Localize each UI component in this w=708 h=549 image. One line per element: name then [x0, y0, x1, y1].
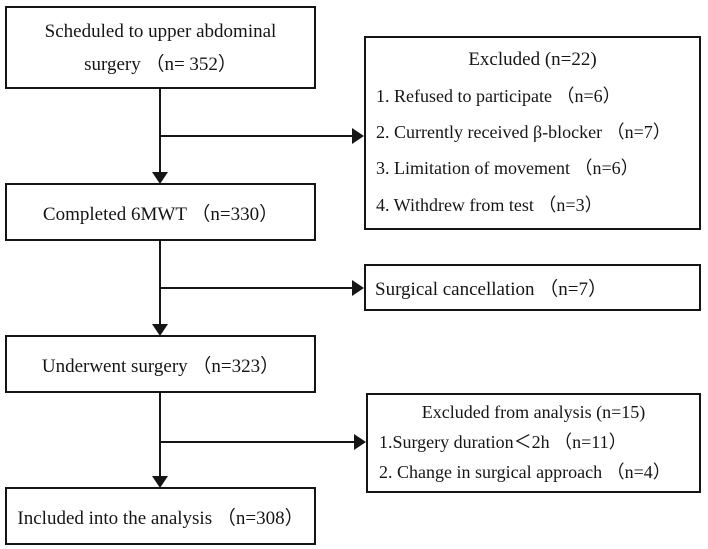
arrowhead-down-underwent — [152, 324, 168, 336]
flow-box-underwent-surgery: Underwent surgery （n=323） — [5, 335, 316, 393]
connector-underwent-to-included — [159, 393, 161, 476]
flow-box-completed-6mwt: Completed 6MWT （n=330） — [5, 183, 316, 241]
flow-box-scheduled-surgery: Scheduled to upper abdominal surgery （n=… — [5, 6, 316, 89]
included-analysis-label: Included into the analysis （n=308） — [17, 507, 304, 529]
surgical-cancellation-label: Surgical cancellation （n=7） — [375, 279, 607, 300]
excluded-analysis-item-2: 2. Change in surgical approach （n=4） — [379, 462, 671, 483]
underwent-surgery-label: Underwent surgery （n=323） — [41, 355, 280, 377]
scheduled-surgery-line2: surgery （n= 352） — [84, 53, 237, 75]
connector-completed-to-underwent — [159, 241, 161, 324]
connector-branch-cancellation — [160, 287, 354, 289]
excluded-item-1: 1. Refused to participate （n=6） — [376, 85, 621, 106]
flow-box-included-analysis: Included into the analysis （n=308） — [5, 487, 316, 545]
excluded-title: Excluded (n=22) — [468, 49, 597, 71]
arrowhead-down-completed — [152, 172, 168, 184]
arrowhead-right-cancellation — [352, 280, 364, 296]
arrowhead-down-included — [152, 476, 168, 488]
connector-branch-excluded-analysis — [160, 441, 356, 443]
flow-box-surgical-cancellation: Surgical cancellation （n=7） — [364, 264, 701, 311]
completed-6mwt-label: Completed 6MWT （n=330） — [42, 203, 279, 225]
flow-box-excluded: Excluded (n=22) 1. Refused to participat… — [364, 36, 701, 230]
connector-scheduled-to-completed — [159, 89, 161, 173]
scheduled-surgery-line1: Scheduled to upper abdominal — [44, 20, 277, 42]
flow-box-excluded-from-analysis: Excluded from analysis (n=15) 1.Surgery … — [366, 393, 701, 493]
excluded-analysis-title: Excluded from analysis (n=15) — [421, 401, 646, 422]
excluded-item-2: 2. Currently received β-blocker （n=7） — [376, 121, 671, 142]
excluded-item-3: 3. Limitation of movement （n=6） — [376, 158, 639, 179]
excluded-analysis-item-1: 1.Surgery duration＜2h （n=11） — [379, 431, 627, 452]
connector-branch-excluded — [160, 135, 354, 137]
excluded-item-4: 4. Withdrew from test （n=3） — [376, 194, 603, 215]
arrowhead-right-excluded-analysis — [354, 434, 366, 450]
arrowhead-right-excluded — [352, 128, 364, 144]
